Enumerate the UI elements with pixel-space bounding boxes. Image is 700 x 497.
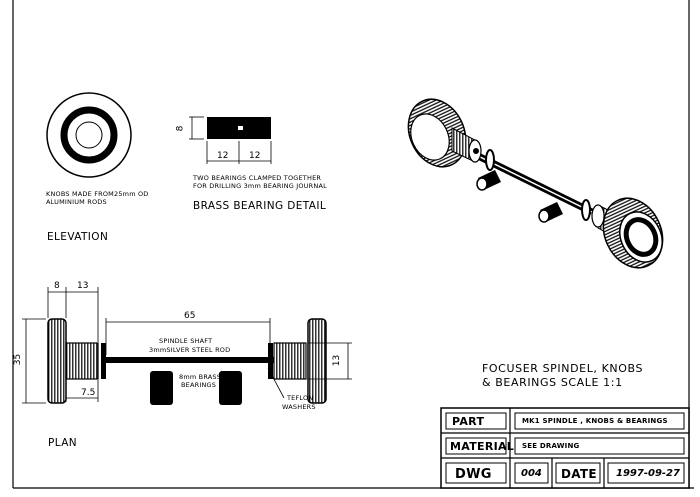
plan-dim-13-right: 13: [332, 354, 343, 367]
plan-dim-35: 35: [13, 353, 24, 366]
plan-view-drawing: [22, 287, 352, 405]
plan-dim-7-5: 7.5: [81, 388, 96, 398]
teflon-label-line2: WASHERS: [282, 403, 316, 411]
title-material-value: SEE DRAWING: [522, 442, 580, 450]
title-date-label: DATE: [561, 467, 597, 481]
bearing-note-line1: TWO BEARINGS CLAMPED TOGETHER: [193, 174, 322, 182]
bearing-detail-label: BRASS BEARING DETAIL: [193, 200, 327, 212]
iso-caption-line1: FOCUSER SPINDEL, KNOBS: [482, 362, 644, 375]
knob-note-line1: KNOBS MADE FROM25mm OD: [46, 190, 149, 198]
title-part-label: PART: [452, 415, 485, 428]
bearing-detail-drawing: [189, 116, 272, 164]
plan-dim-65: 65: [184, 311, 196, 321]
elevation-knob: [46, 92, 132, 178]
bearing-note-line2: FOR DRILLING 3mm BEARING JOURNAL: [193, 182, 327, 190]
title-block: [440, 407, 690, 489]
bearing-dim-left: 12: [217, 151, 229, 161]
title-date-value: 1997-09-27: [616, 468, 680, 479]
iso-caption-line2: & BEARINGS SCALE 1:1: [482, 376, 623, 389]
plan-dim-8: 8: [54, 281, 60, 291]
plan-dim-13-top: 13: [77, 281, 89, 291]
elevation-label: ELEVATION: [47, 231, 109, 243]
title-dwg-value: 004: [521, 468, 542, 479]
title-part-value: MK1 SPINDLE , KNOBS & BEARINGS: [522, 417, 668, 425]
bearings-label-line1: 8mm BRASS: [179, 373, 222, 381]
title-dwg-label: DWG: [455, 467, 492, 482]
knob-note-line2: ALUMINIUM RODS: [46, 198, 107, 206]
shaft-label-line1: SPINDLE SHAFT: [159, 337, 213, 345]
isometric-assembly: [407, 98, 664, 269]
shaft-label-line2: 3mmSILVER STEEL ROD: [149, 346, 231, 354]
title-material-label: MATERIAL: [450, 440, 515, 453]
bearing-dim-right: 12: [249, 151, 261, 161]
plan-label: PLAN: [48, 437, 78, 449]
bearings-label-line2: BEARINGS: [181, 381, 217, 389]
teflon-label-line1: TEFLON: [287, 394, 314, 402]
bearing-dim-height: 8: [175, 125, 186, 132]
